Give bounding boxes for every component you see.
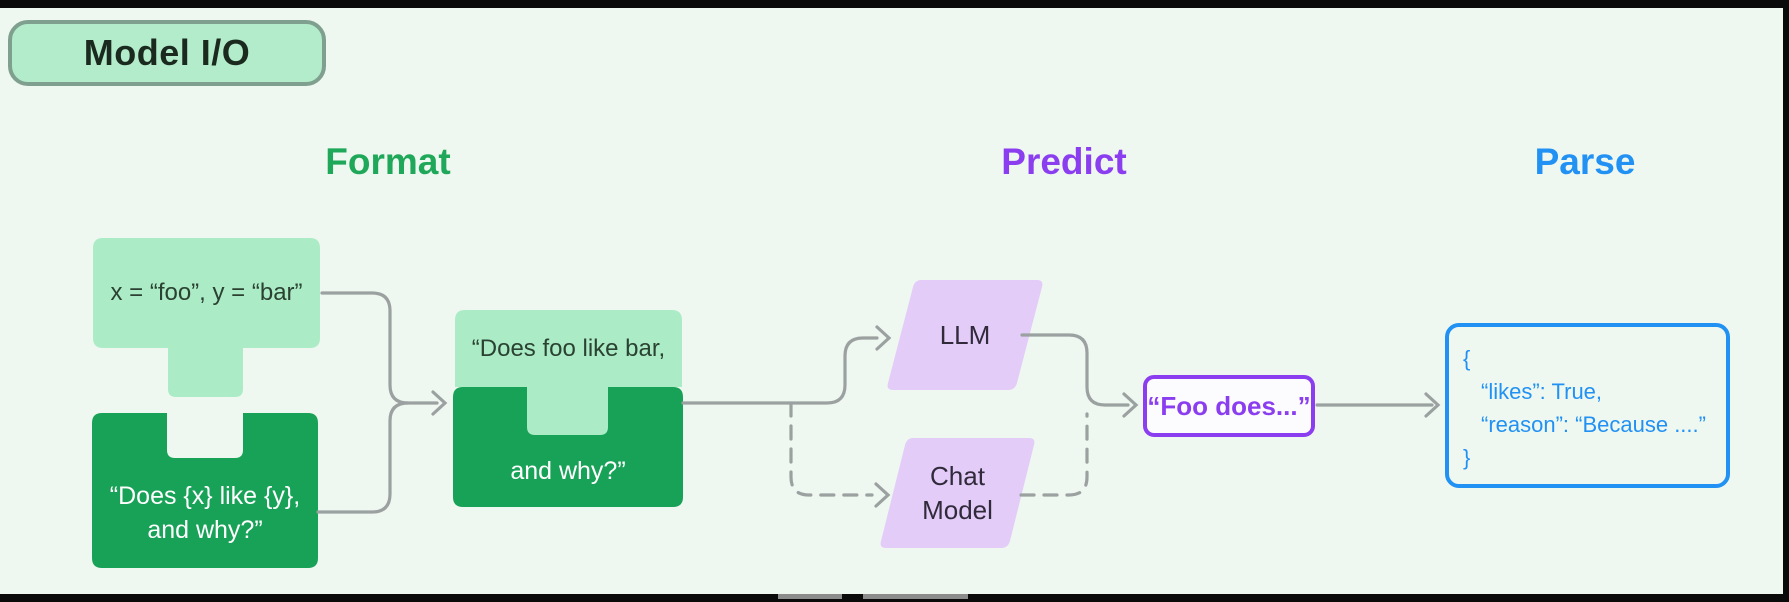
template-text-line1: “Does {x} like {y}, [109, 482, 301, 510]
arrowhead-into-llm [875, 325, 892, 351]
template-puzzle-shape [92, 413, 318, 568]
variables-text: x = “foo”, y = “bar” [93, 238, 320, 348]
chat-model-label-line1: Chat [930, 461, 985, 491]
arrowhead-into-prompt [431, 390, 448, 416]
header-predict-label: Predict [1001, 141, 1127, 182]
template-text: “Does {x} like {y}, and why?” [92, 460, 318, 566]
header-predict: Predict [954, 142, 1174, 182]
arrow-llm-to-output [1020, 333, 1130, 407]
arrow-variables-to-prompt [320, 291, 439, 405]
top-letterbox-bar [0, 0, 1789, 8]
arrow-prompt-to-chat-model [789, 401, 874, 497]
bottom-letterbox-bar [0, 594, 1789, 602]
header-parse: Parse [1475, 142, 1695, 182]
bottom-bar-segment-2 [863, 594, 968, 599]
json-line-reason: “reason”: “Because ....” [1481, 412, 1706, 437]
bottom-bar-segment-1 [778, 594, 842, 599]
variables-text-value: x = “foo”, y = “bar” [110, 279, 303, 306]
model-output-box: “Foo does...” [1143, 375, 1315, 437]
chat-model-label-line2: Model [922, 495, 993, 525]
formatted-prompt-light-shape [455, 310, 682, 435]
json-line-open-brace: { [1463, 346, 1471, 371]
arrow-template-to-prompt [316, 401, 410, 514]
formatted-prompt-text-top: “Does foo like bar, [455, 310, 682, 387]
right-letterbox-bar [1783, 0, 1789, 602]
model-io-badge-label: Model I/O [83, 32, 251, 73]
json-line-likes: “likes”: True, [1481, 379, 1603, 404]
arrow-chat-model-to-output [1019, 412, 1089, 497]
formatted-prompt-text-bottom: and why?” [453, 435, 683, 507]
arrow-prompt-to-llm [681, 336, 879, 405]
formatted-prompt-dark-shape [453, 387, 683, 507]
json-line-close-brace: } [1463, 445, 1471, 470]
template-text-line2: and why?” [147, 516, 263, 544]
llm-node-label: LLM [887, 280, 1043, 390]
arrowhead-into-parsed [1424, 392, 1441, 418]
formatted-prompt-line1: “Does foo like bar, [471, 334, 666, 362]
chat-model-node-shape [880, 438, 1035, 548]
header-format-label: Format [325, 141, 451, 182]
formatted-prompt-line2: and why?” [510, 457, 626, 485]
llm-node-shape [887, 280, 1043, 390]
arrowhead-into-chat-model [874, 482, 891, 508]
llm-label-value: LLM [939, 320, 991, 350]
model-io-badge: Model I/O [8, 20, 326, 86]
header-format: Format [278, 142, 498, 182]
variables-puzzle-shape [93, 238, 320, 397]
parsed-output-box: { “likes”: True, “reason”: “Because ....… [1445, 323, 1730, 488]
model-output-text: “Foo does...” [1147, 390, 1311, 421]
header-parse-label: Parse [1534, 141, 1636, 182]
chat-model-node-label: Chat Model [880, 438, 1035, 548]
arrowhead-into-output [1122, 392, 1139, 418]
